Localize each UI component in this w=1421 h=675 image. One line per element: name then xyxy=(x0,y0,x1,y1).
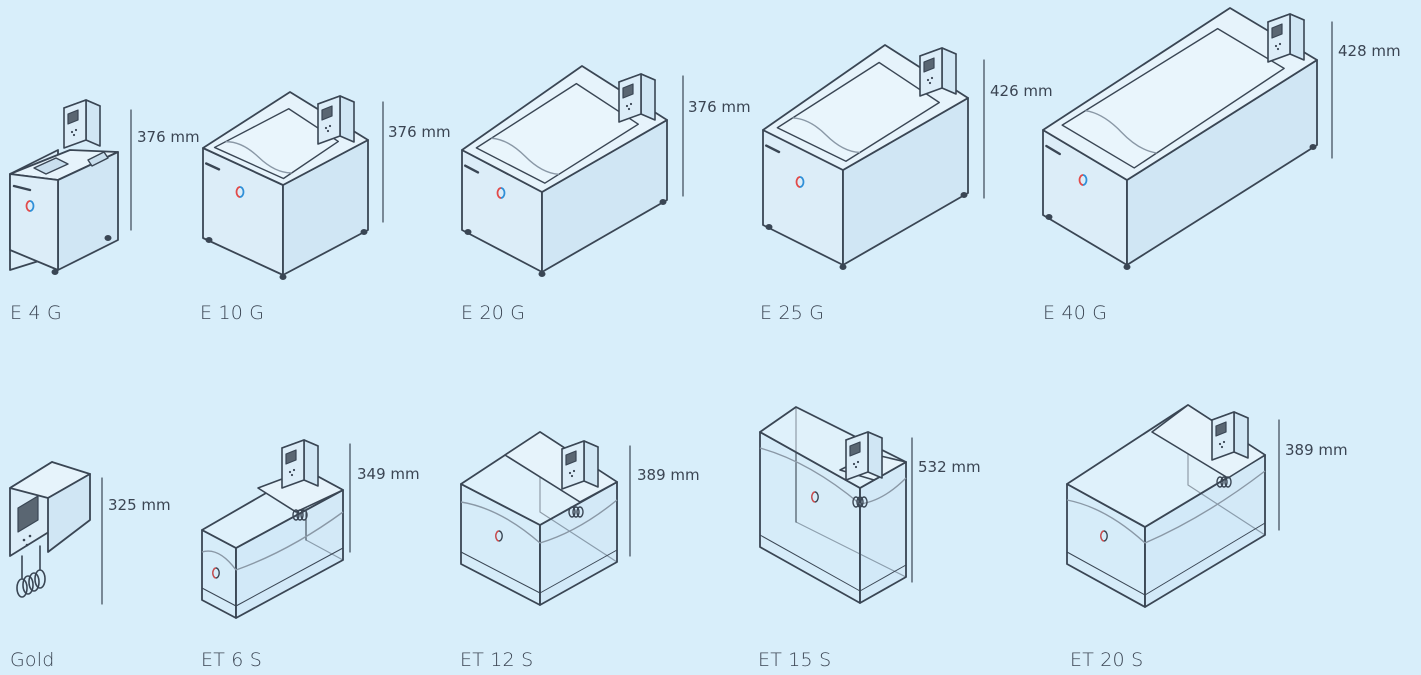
device-name-et6s: ET 6 S xyxy=(201,649,263,671)
height-label-et15s: 532 mm xyxy=(918,458,981,476)
device-et6s xyxy=(201,439,351,619)
device-name-e40g: E 40 G xyxy=(1043,302,1108,324)
device-name-et20s: ET 20 S xyxy=(1070,649,1144,671)
device-name-e10g: E 10 G xyxy=(200,302,265,324)
device-gold xyxy=(9,461,103,605)
device-e25g xyxy=(762,44,985,270)
device-e4g xyxy=(9,99,132,275)
device-et12s xyxy=(460,431,631,606)
device-et15s xyxy=(759,406,913,604)
height-label-e4g: 376 mm xyxy=(137,128,200,146)
device-name-et15s: ET 15 S xyxy=(758,649,832,671)
device-name-e25g: E 25 G xyxy=(760,302,825,324)
device-e40g xyxy=(1042,7,1333,270)
height-label-e40g: 428 mm xyxy=(1338,42,1401,60)
height-label-et12s: 389 mm xyxy=(637,466,700,484)
device-e20g xyxy=(461,65,684,277)
height-label-e10g: 376 mm xyxy=(388,123,451,141)
device-name-e4g: E 4 G xyxy=(10,302,62,324)
device-name-gold: Gold xyxy=(10,649,55,671)
device-name-e20g: E 20 G xyxy=(461,302,526,324)
device-et20s xyxy=(1066,404,1280,608)
device-e10g xyxy=(202,91,384,280)
height-label-et20s: 389 mm xyxy=(1285,441,1348,459)
device-name-et12s: ET 12 S xyxy=(460,649,534,671)
height-label-e20g: 376 mm xyxy=(688,98,751,116)
height-label-e25g: 426 mm xyxy=(990,82,1053,100)
height-label-gold: 325 mm xyxy=(108,496,171,514)
device-drawings xyxy=(9,7,1333,619)
height-label-et6s: 349 mm xyxy=(357,465,420,483)
